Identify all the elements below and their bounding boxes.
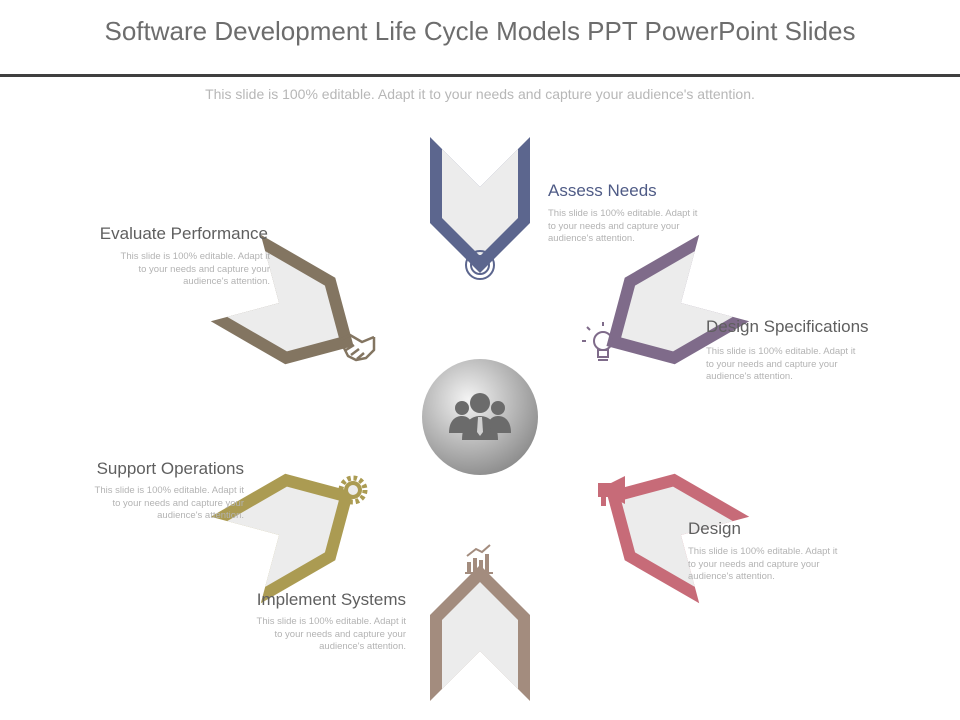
- step-desc-design-specifications: This slide is 100% editable. Adapt it to…: [706, 346, 881, 384]
- megaphone-icon: [598, 476, 625, 506]
- desc-line: audience's attention.: [319, 641, 406, 652]
- target-icon: [464, 250, 495, 280]
- step-label-design: Design: [688, 519, 741, 538]
- desc-line: audience's attention.: [157, 510, 244, 521]
- step-desc-design: This slide is 100% editable. Adapt it to…: [688, 546, 863, 584]
- desc-line: This slide is 100% editable. Adapt it: [256, 616, 406, 627]
- slide-subtitle: This slide is 100% editable. Adapt it to…: [205, 86, 755, 102]
- desc-line: to your needs and capture your: [138, 263, 270, 275]
- desc-line: to your needs and capture your: [112, 497, 244, 509]
- step-desc-support-operations: This slide is 100% editable. Adapt it to…: [69, 485, 244, 523]
- step-desc-implement-systems: This slide is 100% editable. Adapt it to…: [231, 616, 406, 654]
- desc-line: to your needs and capture your: [688, 558, 820, 570]
- desc-line: to your needs and capture your: [706, 358, 838, 370]
- desc-line: This slide is 100% editable. Adapt it: [548, 208, 698, 219]
- desc-line: to your needs and capture your: [274, 628, 406, 640]
- team-icon: [449, 393, 511, 440]
- step-label-evaluate-performance: Evaluate Performance: [99, 224, 268, 243]
- desc-line: audience's attention.: [183, 276, 270, 287]
- petal-implement-systems: [430, 565, 530, 701]
- desc-line: audience's attention.: [706, 371, 793, 382]
- desc-line: This slide is 100% editable. Adapt it: [688, 546, 838, 557]
- desc-line: This slide is 100% editable. Adapt it: [94, 485, 244, 496]
- desc-line: to your needs and capture your: [548, 220, 680, 232]
- gear-icon: [338, 475, 368, 505]
- step-label-support-operations: Support Operations: [96, 459, 244, 478]
- desc-line: audience's attention.: [688, 571, 775, 582]
- handshake-icon: [338, 333, 376, 362]
- lightbulb-icon: [582, 322, 624, 361]
- step-label-implement-systems: Implement Systems: [256, 590, 406, 609]
- step-label-design-specifications: Design Specifications: [706, 317, 869, 336]
- bar-chart-icon: [465, 544, 493, 574]
- petal-assess-needs: [430, 137, 530, 273]
- slide-title: Software Development Life Cycle Models P…: [104, 16, 856, 46]
- step-desc-evaluate-performance: This slide is 100% editable. Adapt it to…: [95, 251, 270, 289]
- desc-line: This slide is 100% editable. Adapt it: [120, 251, 270, 262]
- step-label-assess-needs: Assess Needs: [548, 181, 657, 200]
- desc-line: This slide is 100% editable. Adapt it: [706, 346, 856, 357]
- desc-line: audience's attention.: [548, 233, 635, 244]
- step-desc-assess-needs: This slide is 100% editable. Adapt it to…: [548, 208, 723, 246]
- title-divider: [0, 74, 960, 77]
